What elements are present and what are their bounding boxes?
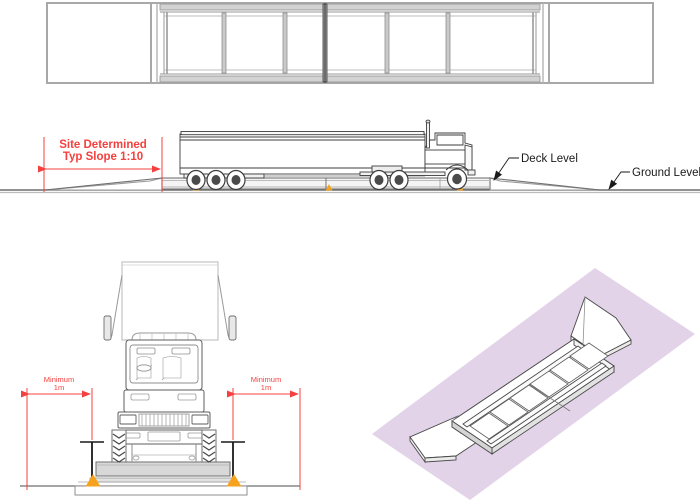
- front-grille-assembly: [117, 411, 211, 429]
- iso-deck-module: [549, 356, 589, 384]
- front-tyre-left: [111, 429, 127, 463]
- front-pit-slab: [89, 477, 237, 483]
- dim-site-slope-line1: Site Determined: [59, 139, 147, 151]
- plan-cross-members: [221, 12, 451, 74]
- iso-deck-module: [569, 342, 609, 370]
- view-isometric: [372, 268, 695, 500]
- plan-deck-frame: [159, 3, 541, 83]
- deck-level-text: Deck Level: [521, 153, 578, 165]
- tractor-drive-wheels: [369, 169, 409, 191]
- dim-site-slope: Site Determined Typ Slope 1:10: [38, 137, 163, 192]
- load-cell-marker: [226, 474, 242, 487]
- load-cell-marker: [325, 184, 333, 191]
- dim-clearance-left-line1: Minimum: [44, 375, 74, 384]
- front-deck-section: [95, 461, 231, 477]
- mirror-left: [103, 315, 112, 341]
- side-truck: [179, 119, 476, 191]
- front-bumper: [115, 429, 213, 445]
- iso-edge-near: [451, 415, 459, 422]
- headlamp-right: [191, 414, 209, 425]
- iso-deck-module: [529, 370, 569, 398]
- label-ground-level: Ground Level: [608, 167, 700, 190]
- load-cell-marker: [85, 474, 101, 487]
- ground-level-text: Ground Level: [632, 167, 700, 179]
- view-plan: [46, 2, 654, 84]
- dim-clearance-right: Minimum 1m: [227, 375, 301, 490]
- dim-clearance-right-line2: 1m: [261, 383, 271, 392]
- plan-ramp-right: [548, 2, 654, 84]
- label-deck-level: Deck Level: [493, 153, 578, 181]
- headlamp-left: [119, 414, 137, 425]
- plan-ramp-left: [46, 2, 152, 84]
- front-tyre-right: [201, 429, 217, 463]
- front-load-cells: [85, 474, 242, 487]
- iso-deck-module: [469, 412, 509, 440]
- plan-module-joint: [322, 3, 328, 83]
- dim-clearance-left: Minimum 1m: [21, 375, 93, 490]
- iso-module-joint: [529, 384, 571, 412]
- deck-level-leader: [493, 157, 519, 181]
- iso-edge-far: [582, 296, 586, 346]
- front-truck: [103, 261, 237, 463]
- dim-clearance-left-line2: 1m: [54, 383, 64, 392]
- trailer-wheels: [186, 169, 246, 191]
- ground-level-leader: [608, 171, 630, 190]
- iso-deck-module: [509, 384, 549, 412]
- dim-site-slope-line2: Typ Slope 1:10: [63, 151, 143, 163]
- dim-clearance-right-line1: Minimum: [251, 375, 281, 384]
- iso-deck-module: [489, 398, 529, 426]
- front-foundation: [74, 485, 248, 496]
- mirror-right: [228, 315, 237, 341]
- view-front-elevation: Minimum 1m Minimum 1m: [20, 261, 301, 496]
- front-clearance-posts: [80, 441, 245, 478]
- iso-deck-modules: [469, 342, 609, 440]
- view-side-elevation: Site Determined Typ Slope 1:10 Deck Leve…: [0, 119, 700, 194]
